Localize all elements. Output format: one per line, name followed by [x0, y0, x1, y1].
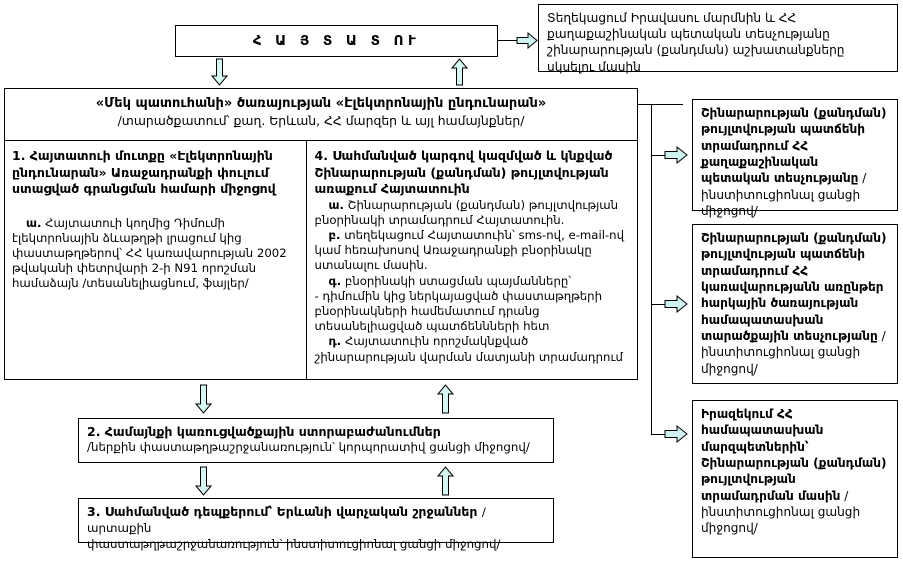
right-box-2-note: /ինստիտուցիոնալ ցանցի միջոցով/	[701, 328, 886, 376]
main-title-block: «Մեկ պատուհանի» ծառայության «Էլեկտրոնայի…	[5, 89, 637, 141]
right-box-3-main: Իրազեկում ՀՀ համապատասխան մարզպետներին՝ …	[701, 407, 887, 503]
section-1-column: 1. Հայտատուի մուտքը «Էլեկտրոնային ընդուն…	[5, 141, 307, 380]
section-1-body: ա. Հայտատուի կողմից Դիմումի էլեկտրոնային…	[12, 216, 298, 292]
notification-text: Տեղեկացում Իրավասու մարմնին և ՀՀ քաղաքաշ…	[547, 11, 845, 74]
section-4-item-d: դ. Հայտատուին որոշմակնքված շինարարության…	[315, 334, 629, 364]
right-box-1-text: Շինարարության (քանդման) թույլտվության պա…	[701, 105, 889, 219]
item-text: դիմումին կից ներկայացված փաստաթղթերի բնօ…	[314, 288, 602, 334]
arrow-right-icon	[664, 295, 688, 313]
right-box-1: Շինարարության (քանդման) թույլտվության պա…	[692, 99, 898, 218]
right-box-3-note: /ինստիտուցիոնալ ցանցի միջոցով/	[701, 488, 861, 536]
main-title-line1: «Մեկ պատուհանի» ծառայության «Էլեկտրոնայի…	[95, 96, 547, 111]
applicant-label: Հ Ա Յ Տ Ա Տ ՈՒ	[252, 33, 421, 49]
right-box-2-main: Շինարարության (քանդման) թույլտվության պա…	[701, 231, 887, 343]
right-box-3-text: Իրազեկում ՀՀ համապատասխան մարզպետներին՝ …	[701, 406, 889, 537]
notification-box: Տեղեկացում Իրավասու մարմնին և ՀՀ քաղաքաշ…	[538, 4, 898, 74]
box-3-heading: 3. Սահմանված դեպքերում՝ Երևանի վարչական …	[87, 504, 545, 537]
section-1-heading: 1. Հայտատուի մուտքը «Էլեկտրոնային ընդուն…	[12, 148, 276, 196]
section-4-body: ա. Շինարարության (քանդման) թույլտվության…	[315, 198, 629, 365]
applicant-box: Հ Ա Յ Տ Ա Տ ՈՒ	[175, 25, 498, 57]
item-text: տեղեկացում Հայտատուին՝ sms-ով, e-mail-ով…	[314, 227, 624, 273]
right-box-2-text: Շինարարության (քանդման) թույլտվության պա…	[701, 230, 889, 377]
item-marker: բ.	[328, 227, 341, 242]
section-4-column: 4. Սահմանված կարգով կազմված և կնքված Շին…	[307, 141, 637, 380]
connector-branch-1	[651, 155, 665, 156]
arrow-right-icon	[664, 146, 688, 164]
connector-right-trunk	[651, 104, 652, 434]
item-text: բնօրինակի ստացման պայմանները՝	[344, 273, 572, 288]
item-text: Շինարարության (քանդման) թույլտվության բն…	[314, 197, 619, 227]
arrow-up-icon	[437, 466, 454, 496]
box-2-heading: 2. Համայնքի կառուցվածքային ստորաբաժանում…	[87, 424, 441, 439]
section-4-item-a: ա. Շինարարության (քանդման) թույլտվության…	[315, 198, 629, 228]
right-box-1-main: Շինարարության (քանդման) թույլտվության պա…	[701, 106, 887, 186]
main-columns: 1. Հայտատուի մուտքը «Էլեկտրոնային ընդուն…	[5, 141, 637, 380]
item-marker: ա.	[328, 197, 344, 212]
main-title-line2: /տարածքատում՝ քաղ. Երևան, ՀՀ մարզեր և այ…	[117, 112, 525, 128]
section-4-heading: 4. Սահմանված կարգով կազմված և կնքված Շին…	[314, 148, 613, 196]
arrow-down-icon	[211, 58, 228, 86]
section-4-item-c: գ. բնօրինակի ստացման պայմանները՝	[315, 274, 629, 289]
section-1-item-a: ա. Հայտատուի կողմից Դիմումի էլեկտրոնային…	[12, 216, 298, 292]
main-service-box: «Մեկ պատուհանի» ծառայության «Էլեկտրոնայի…	[4, 88, 638, 380]
box-2-subtext: /ներքին փաստաթղթաշրջանառություն՝ կորպորա…	[87, 440, 530, 455]
arrow-down-icon	[195, 384, 212, 414]
box-3-heading-main: 3. Սահմանված դեպքերում՝ Երևանի վարչական …	[87, 504, 478, 519]
item-marker: ա.	[26, 215, 42, 230]
right-box-2: Շինարարության (քանդման) թույլտվության պա…	[692, 224, 898, 384]
arrow-up-icon	[437, 384, 454, 414]
item-marker: դ.	[328, 334, 342, 349]
connector-branch-3	[651, 434, 665, 435]
box-3-yerevan-districts: 3. Սահմանված դեպքերում՝ Երևանի վարչական …	[78, 498, 554, 551]
item-text: Հայտատուին որոշմակնքված շինարարության վա…	[314, 334, 623, 364]
item-marker: -	[314, 288, 319, 303]
connector-main-to-right-trunk	[638, 104, 683, 105]
connector-applicant-to-notification	[498, 40, 530, 41]
box-3-subtext: փաստաթղթաշրջանառություն՝ ինստիտուցիոնալ …	[87, 536, 501, 551]
item-text: Հայտատուի կողմից Դիմումի էլեկտրոնային ձև…	[12, 215, 287, 291]
arrow-right-icon	[664, 425, 688, 443]
item-marker: գ.	[328, 273, 342, 288]
arrow-right-icon	[516, 32, 538, 49]
section-4-item-dash: - դիմումին կից ներկայացված փաստաթղթերի բ…	[315, 289, 629, 335]
box-2-community-units: 2. Համայնքի կառուցվածքային ստորաբաժանում…	[78, 418, 554, 463]
arrow-down-icon	[195, 466, 212, 496]
right-box-1-note: /ինստիտուցիոնալ ցանցի միջոցով/	[701, 171, 867, 218]
right-box-3: Իրազեկում ՀՀ համապատասխան մարզպետներին՝ …	[692, 400, 898, 558]
arrow-up-icon	[451, 58, 468, 86]
section-4-item-b: բ. տեղեկացում Հայտատուին՝ sms-ով, e-mail…	[315, 228, 629, 274]
connector-branch-2	[651, 304, 665, 305]
box-3-heading-tail: /արտաքին	[87, 505, 486, 536]
